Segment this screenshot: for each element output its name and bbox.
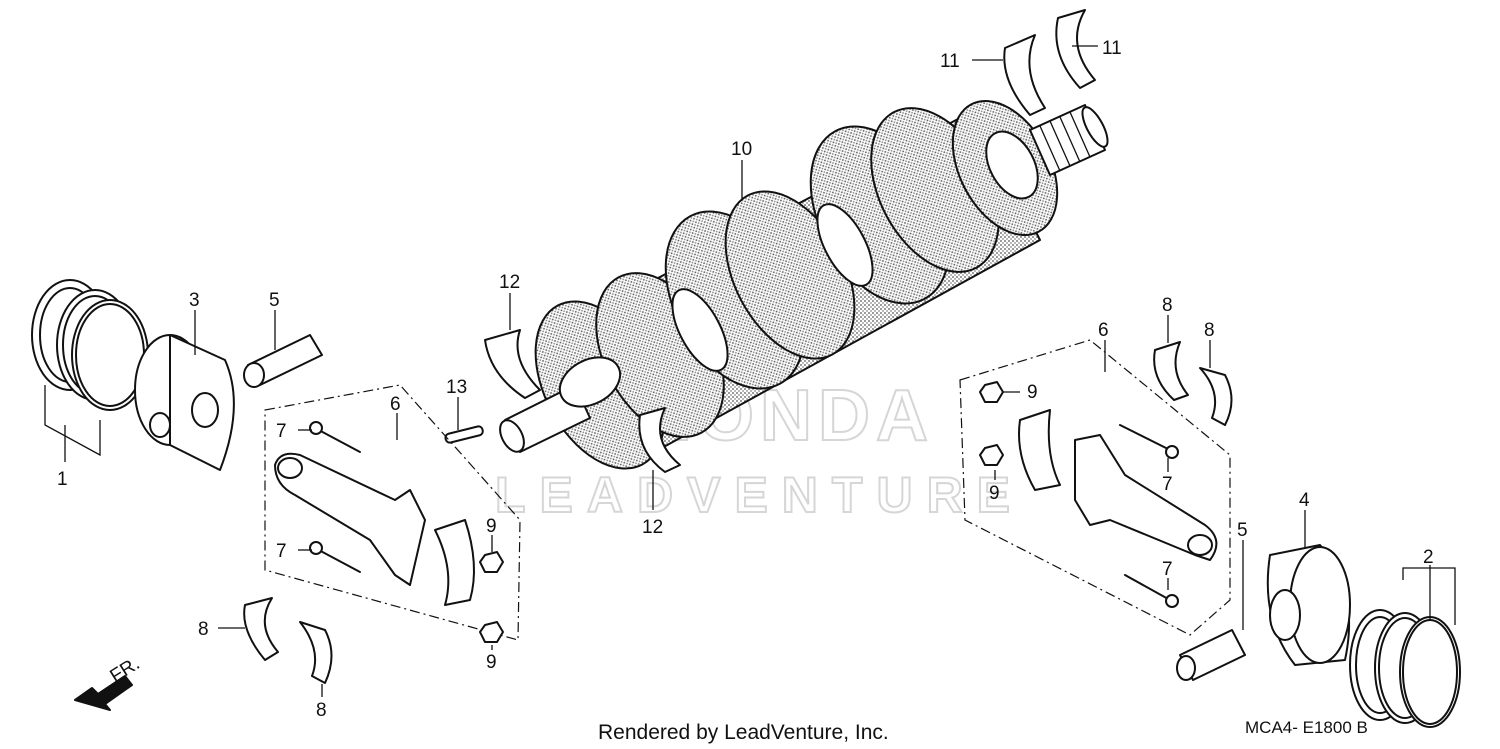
callout-12-top: 12 xyxy=(499,272,520,293)
direction-label: FR. xyxy=(107,653,144,687)
credit-text: Rendered by LeadVenture, Inc. xyxy=(598,721,889,744)
callout-2: 2 xyxy=(1423,547,1434,568)
callout-10: 10 xyxy=(731,139,752,160)
callout-13: 13 xyxy=(446,377,467,398)
callout-8-a: 8 xyxy=(198,619,209,640)
leader-lines xyxy=(44,45,1456,697)
callout-7-b: 7 xyxy=(276,541,287,562)
main-bearing-top xyxy=(484,329,541,399)
callout-9-c: 9 xyxy=(1027,382,1038,403)
crankshaft xyxy=(499,100,1109,470)
piston-left xyxy=(134,334,235,471)
callout-5-right: 5 xyxy=(1237,520,1248,541)
connecting-rod-assembly-right xyxy=(959,339,1231,636)
piston-pin-left xyxy=(243,334,323,388)
piston-rings-left xyxy=(31,279,149,411)
piston-rings-right xyxy=(1349,609,1461,728)
rod-bearing-right-a xyxy=(1153,341,1189,401)
callout-9-d: 9 xyxy=(989,483,1000,504)
main-bearing-upper-right xyxy=(1055,9,1096,89)
main-bearing-bottom xyxy=(638,407,681,473)
callout-12-bottom: 12 xyxy=(642,517,663,538)
rod-bearing-left-a xyxy=(243,597,279,661)
callout-7-c: 7 xyxy=(1162,474,1173,495)
key xyxy=(444,425,484,444)
callout-9-a: 9 xyxy=(486,516,497,537)
callout-8-d: 8 xyxy=(1204,320,1215,341)
callout-6-left: 6 xyxy=(390,394,401,415)
piston-pin-right xyxy=(1176,629,1246,681)
callout-numbers: 1 2 3 4 5 5 6 6 7 7 7 7 8 8 8 8 9 9 9 9 … xyxy=(57,38,1434,721)
callout-6-right: 6 xyxy=(1098,320,1109,341)
callout-11-right: 11 xyxy=(1102,38,1122,59)
callout-8-c: 8 xyxy=(1162,295,1173,316)
callout-11-left: 11 xyxy=(940,51,960,72)
diagram-code: MCA4- E1800 B xyxy=(1245,718,1368,737)
front-direction-arrow: FR. xyxy=(74,653,144,711)
connecting-rod-assembly-left xyxy=(264,384,521,643)
callout-7-d: 7 xyxy=(1162,559,1173,580)
main-bearing-upper-left xyxy=(1003,34,1046,116)
callout-1: 1 xyxy=(57,469,68,490)
callout-5-left: 5 xyxy=(269,290,280,311)
callout-7-a: 7 xyxy=(276,421,287,442)
rod-bearing-left-b xyxy=(299,621,333,684)
callout-3: 3 xyxy=(189,290,200,311)
piston-right xyxy=(1266,544,1351,666)
callout-9-b: 9 xyxy=(486,652,497,673)
callout-8-b: 8 xyxy=(316,700,327,721)
rod-bearing-right-b xyxy=(1199,367,1233,426)
watermark: HONDA LEADVENTURE xyxy=(494,375,1024,524)
callout-4: 4 xyxy=(1299,490,1310,511)
watermark-dealer: LEADVENTURE xyxy=(495,467,1024,523)
